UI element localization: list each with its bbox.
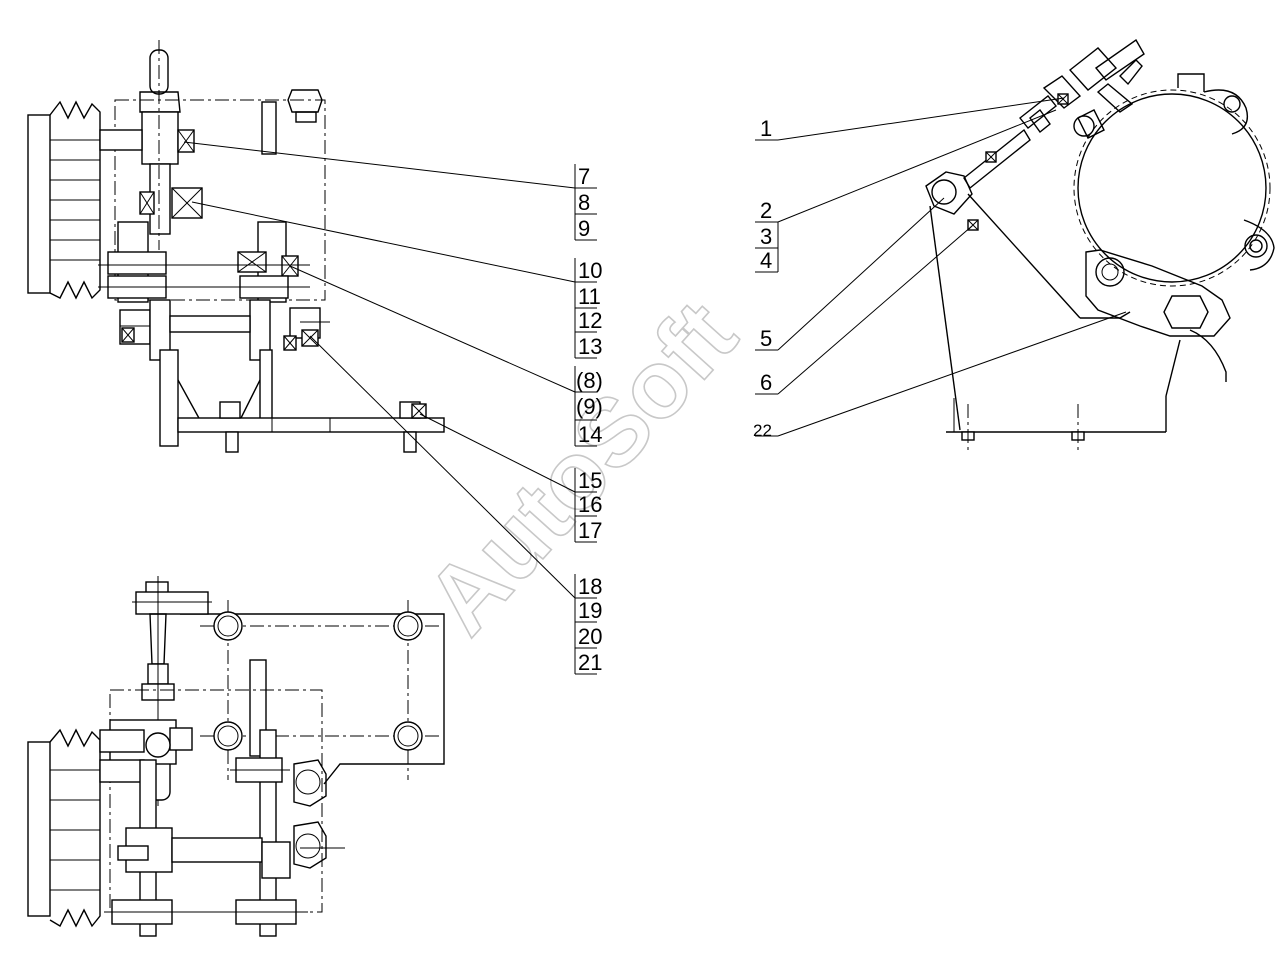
- callout-18: 18: [578, 574, 602, 599]
- callout-12: 12: [578, 308, 602, 333]
- adjusting-rod: [925, 38, 1145, 231]
- callout-1: 1: [760, 116, 772, 141]
- callout-10: 10: [578, 258, 602, 283]
- callout-11: 11: [578, 284, 601, 309]
- top-left-view: [27, 40, 445, 453]
- callout-19: 19: [578, 598, 602, 623]
- callout-5: 5: [760, 326, 772, 351]
- compressor-drum: [1073, 73, 1275, 287]
- compressor-outline: [114, 99, 326, 301]
- pulley-top: [27, 100, 101, 300]
- tension-rod-top: [139, 40, 181, 250]
- base-plate-top: [159, 349, 445, 453]
- callout-13: 13: [578, 334, 602, 359]
- pulley-bottom: [27, 728, 101, 928]
- callout-9: 9: [578, 216, 590, 241]
- callout-8-ref: (8): [576, 368, 603, 393]
- callout-20: 20: [578, 624, 602, 649]
- callout-3: 3: [760, 224, 772, 249]
- right-view: [925, 38, 1275, 450]
- callout-9-ref: (9): [576, 394, 603, 419]
- mount-block: [1085, 249, 1231, 382]
- callout-2: 2: [760, 198, 772, 223]
- mounting-plate: [180, 600, 445, 785]
- callout-4: 4: [760, 248, 772, 273]
- callout-7: 7: [578, 164, 590, 189]
- callout-6: 6: [760, 370, 772, 395]
- leader-lines: [183, 97, 1127, 599]
- callout-14: 14: [578, 422, 602, 447]
- callout-22: 22: [753, 421, 772, 440]
- callout-8: 8: [578, 190, 590, 215]
- compressor-body-bottom: [99, 689, 345, 937]
- callout-17: 17: [578, 518, 602, 543]
- callout-16: 16: [578, 492, 602, 517]
- callout-21: 21: [578, 650, 602, 675]
- port-nut: [287, 89, 323, 113]
- callout-15: 15: [578, 468, 602, 493]
- compressor-fitting: [261, 101, 277, 155]
- bottom-left-view: [27, 576, 445, 937]
- bracket-frame: [929, 193, 1181, 450]
- callouts-left: 7 8 9 10 11 12 13 (8) (9) 14 15 16 17 18…: [574, 164, 603, 675]
- bracket-plates-top: [98, 221, 330, 361]
- callouts-right: 1 2 3 4 5 6 22: [753, 116, 779, 440]
